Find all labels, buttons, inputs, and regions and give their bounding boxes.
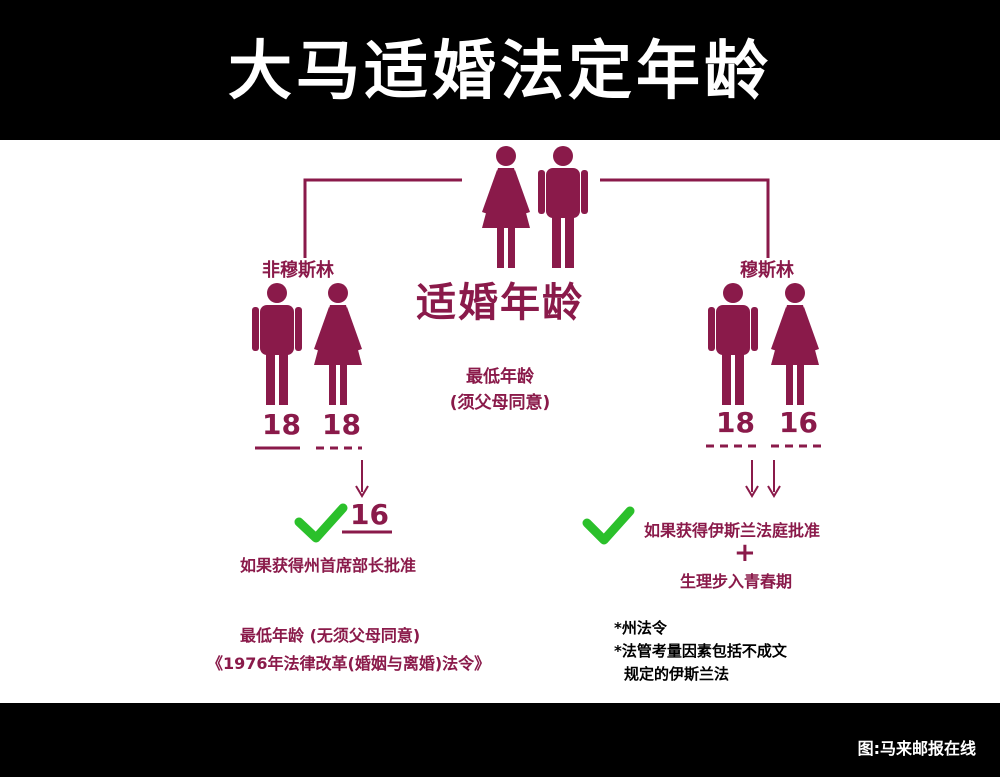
footer-min-age: 最低年龄 (无须父母同意) bbox=[240, 626, 421, 645]
note-state-law: *州法令 bbox=[614, 619, 667, 637]
arrows bbox=[355, 460, 781, 498]
left-woman-icon bbox=[314, 283, 362, 405]
center-title: 适婚年龄 bbox=[416, 280, 584, 326]
bottom-banner bbox=[0, 703, 1000, 777]
note-syariah-1: *法管考量因素包括不成文 bbox=[614, 642, 787, 660]
non-muslim-male-age: 18 bbox=[262, 408, 301, 441]
muslim-male-age: 18 bbox=[716, 406, 755, 439]
muslim-female-age: 16 bbox=[779, 406, 818, 439]
connector-lines bbox=[303, 178, 770, 258]
muslim-label: 穆斯林 bbox=[740, 260, 794, 281]
non-muslim-female-age: 18 bbox=[322, 408, 361, 441]
right-man-icon bbox=[708, 283, 758, 405]
connector-left bbox=[303, 178, 462, 258]
muslim-condition-puberty: 生理步入青春期 bbox=[680, 572, 793, 591]
min-age-note: (须父母同意) bbox=[449, 393, 551, 413]
check-icon-right bbox=[582, 506, 635, 545]
center-man-icon bbox=[538, 146, 588, 268]
muslim-condition-court: 如果获得伊斯兰法庭批准 bbox=[644, 521, 821, 540]
min-age-label: 最低年龄 bbox=[466, 367, 534, 387]
connector-right bbox=[600, 178, 770, 258]
top-banner bbox=[0, 0, 1000, 140]
check-icon-left bbox=[294, 503, 348, 543]
plus-sign: + bbox=[734, 538, 756, 568]
note-syariah-2: 规定的伊斯兰法 bbox=[624, 665, 730, 683]
page-title: 大马适婚法定年龄 bbox=[228, 35, 772, 109]
center-woman-icon bbox=[482, 146, 530, 268]
non-muslim-label: 非穆斯林 bbox=[262, 260, 334, 281]
image-credit: 图:马来邮报在线 bbox=[857, 739, 976, 758]
left-man-icon bbox=[252, 283, 302, 405]
right-woman-icon bbox=[771, 283, 819, 405]
footer-law-name: 《1976年法律改革(婚姻与离婚)法令》 bbox=[207, 654, 491, 673]
non-muslim-condition: 如果获得州首席部长批准 bbox=[240, 556, 417, 575]
non-muslim-exception-age: 16 bbox=[350, 498, 389, 531]
